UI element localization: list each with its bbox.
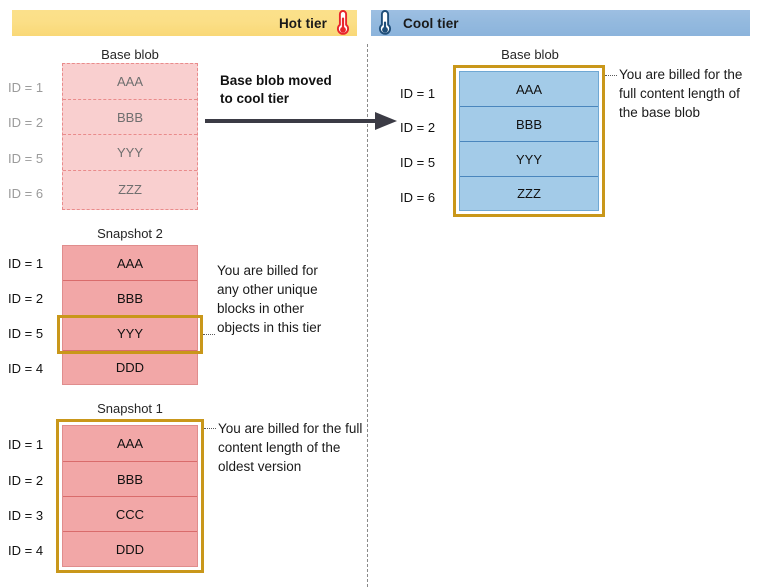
- cool-base-blob-stack: AAA BBB YYY ZZZ: [459, 71, 599, 211]
- cool-base-blob-block-2: YYY: [460, 142, 598, 177]
- cool-tier-header: Cool tier: [371, 10, 750, 36]
- cool-base-blob-leader-line: [605, 75, 617, 76]
- snapshot1-block-1: BBB: [63, 462, 197, 497]
- hot-tier-header: Hot tier: [12, 10, 357, 36]
- hot-base-blob-stack: AAA BBB YYY ZZZ: [62, 63, 198, 210]
- cool-base-blob-row-id-3: ID = 6: [400, 190, 436, 205]
- snapshot2-block-3: DDD: [115, 360, 145, 375]
- snapshot1-block-3: DDD: [115, 541, 145, 557]
- snapshot2-leader-line: [203, 334, 215, 335]
- cool-base-blob-block-1: BBB: [460, 107, 598, 142]
- snapshot1-row-id-1: ID = 2: [8, 473, 44, 488]
- snapshot1-row-id-3: ID = 4: [8, 543, 44, 558]
- cool-base-blob-row-id-1: ID = 2: [400, 120, 436, 135]
- hot-base-blob-row-id-1: ID = 2: [8, 115, 44, 130]
- hot-base-blob-row-id-2: ID = 5: [8, 151, 44, 166]
- hot-base-blob-title: Base blob: [101, 47, 159, 62]
- right-arrow-icon: [205, 111, 397, 131]
- snapshot2-block-1: BBB: [63, 281, 197, 316]
- hot-base-blob-row-id-3: ID = 6: [8, 186, 44, 201]
- snapshot1-stack: AAA BBB CCC DDD: [62, 425, 198, 567]
- hot-tier-label: Hot tier: [278, 15, 327, 31]
- hot-base-blob-row-id-0: ID = 1: [8, 80, 44, 95]
- thermometer-cool-icon: [377, 8, 393, 38]
- hot-base-blob-block-3: ZZZ: [118, 181, 142, 197]
- snapshot2-stack: AAA BBB YYY DDD: [62, 245, 198, 385]
- cool-base-blob-title: Base blob: [501, 47, 559, 62]
- cool-tier-label: Cool tier: [403, 15, 459, 31]
- snapshot2-row-id-0: ID = 1: [8, 256, 44, 271]
- snapshot1-block-0: AAA: [63, 426, 197, 462]
- snapshot2-block-0: AAA: [63, 246, 197, 281]
- snapshot2-block-2: YYY: [63, 316, 197, 351]
- tier-divider: [367, 44, 368, 587]
- hot-base-blob-block-1: BBB: [63, 100, 197, 135]
- snapshot1-title: Snapshot 1: [97, 401, 163, 416]
- cool-base-blob-block-0: AAA: [460, 72, 598, 107]
- snapshot2-row-id-1: ID = 2: [8, 291, 44, 306]
- snapshot2-row-id-2: ID = 5: [8, 326, 44, 341]
- snapshot2-annotation: You are billed for any other unique bloc…: [217, 263, 322, 335]
- snapshot1-leader-line: [204, 428, 216, 429]
- snapshot1-row-id-2: ID = 3: [8, 508, 44, 523]
- snapshot1-block-2: CCC: [63, 497, 197, 532]
- snapshot1-row-id-0: ID = 1: [8, 437, 44, 452]
- transition-label-line2: to cool tier: [220, 91, 290, 106]
- transition-label-line1: Base blob moved: [220, 73, 332, 88]
- snapshot1-annotation: You are billed for the full content leng…: [218, 421, 363, 474]
- cool-base-blob-block-3: ZZZ: [517, 186, 541, 201]
- cool-base-blob-annotation: You are billed for the full content leng…: [619, 67, 743, 120]
- thermometer-hot-icon: [335, 8, 351, 38]
- hot-base-blob-block-0: AAA: [63, 64, 197, 100]
- snapshot2-row-id-3: ID = 4: [8, 361, 44, 376]
- snapshot2-title: Snapshot 2: [97, 226, 163, 241]
- cool-base-blob-row-id-2: ID = 5: [400, 155, 436, 170]
- hot-base-blob-block-2: YYY: [63, 135, 197, 171]
- cool-base-blob-row-id-0: ID = 1: [400, 86, 436, 101]
